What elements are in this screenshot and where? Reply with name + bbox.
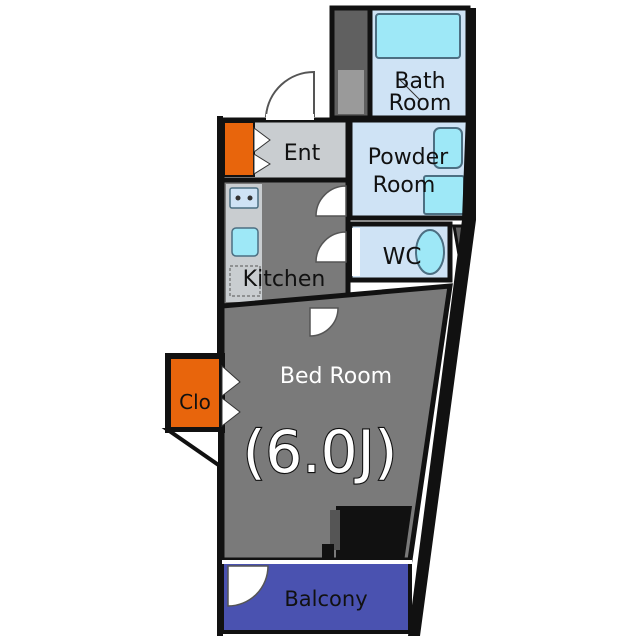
entry-door-gap [266, 114, 314, 120]
column-base [322, 544, 334, 560]
closet [161, 353, 241, 470]
shoe-closet-door [253, 127, 271, 153]
fridge-space [229, 265, 261, 297]
balcony-door-swing [227, 565, 269, 607]
bedroom-door-swing [309, 307, 339, 337]
wc-door-gap [352, 228, 360, 276]
wc-room [347, 221, 472, 283]
bath-room [329, 5, 471, 121]
shoe-closet [223, 121, 255, 177]
balcony-label: Balcony [284, 587, 367, 611]
powder-room-label-1: Powder [368, 145, 449, 170]
shoe-closet-door-2 [253, 153, 271, 175]
bathtub-icon [375, 13, 461, 59]
stove-icon [229, 187, 259, 209]
closet-corner [161, 428, 222, 470]
kitchen [219, 177, 351, 309]
entry-door-swing [264, 70, 315, 117]
bedroom-label: Bed Room [280, 364, 392, 389]
entrance-label: Ent [284, 141, 321, 166]
bed-room [219, 283, 453, 563]
bedroom-size-label: (6.0J) [243, 418, 398, 486]
closet-door [221, 364, 241, 398]
wc-label: WC [383, 244, 422, 270]
balcony-window [222, 560, 412, 564]
powder-door-swing [315, 185, 347, 217]
balcony [220, 560, 412, 634]
column-edge [330, 510, 340, 550]
sink-icon [433, 127, 463, 169]
closet-body [165, 353, 225, 433]
outer-slanted-wall [408, 8, 476, 636]
kitchen-sink-icon [231, 227, 259, 257]
closet-door-2 [221, 396, 241, 428]
burner-icon [235, 195, 241, 201]
burner-icon-2 [247, 195, 253, 201]
closet-label: Clo [179, 390, 211, 414]
kitchen-label: Kitchen [243, 267, 326, 292]
shaft-inner [338, 70, 364, 114]
bath-door-swing [399, 79, 421, 101]
bath-room-label-1: Bath [394, 69, 445, 94]
bath-room-label-2: Room [389, 91, 452, 116]
bedroom-column [336, 506, 412, 562]
wc-door-swing [315, 231, 347, 263]
powder-room-label-2: Room [373, 173, 436, 198]
toilet-icon [415, 229, 445, 275]
powder-room [347, 117, 473, 221]
